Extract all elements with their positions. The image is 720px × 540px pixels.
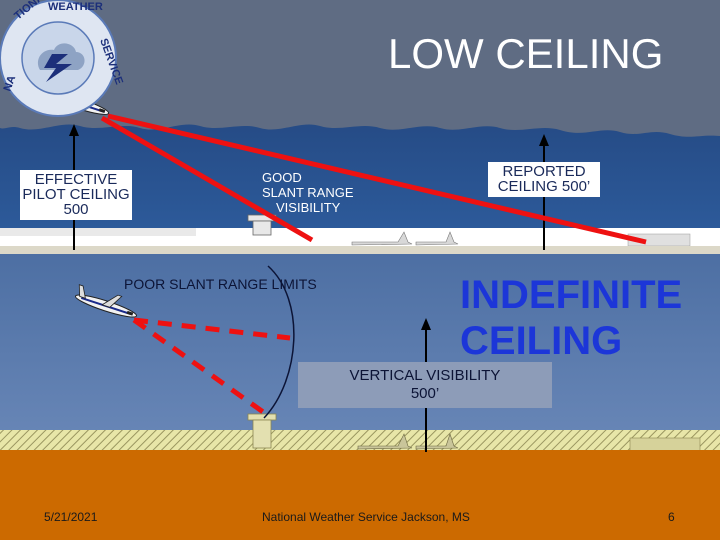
upper-ground-band bbox=[0, 246, 720, 254]
footer-band bbox=[0, 496, 720, 540]
indefinite-line1: INDEFINITE bbox=[460, 273, 683, 317]
svg-text:WEATHER: WEATHER bbox=[48, 1, 103, 13]
indefinite-line2: CEILING bbox=[460, 319, 623, 363]
parked-plane-icon bbox=[357, 433, 459, 450]
footer-date: 5/21/2021 bbox=[44, 510, 98, 524]
lower-terminal-building bbox=[629, 437, 701, 453]
effective-ceiling-label: EFFECTIVE PILOT CEILING 500 bbox=[20, 170, 132, 220]
vertical-visibility-line1: VERTICAL VISIBILITY bbox=[349, 367, 501, 384]
good-slant-line3: VISIBILITY bbox=[276, 200, 341, 215]
slant-range-limit-arc bbox=[263, 265, 295, 419]
page-title: LOW CEILING bbox=[388, 30, 664, 77]
upper-runway bbox=[0, 228, 196, 236]
footer-page-number: 6 bbox=[668, 510, 675, 524]
svg-text:NA: NA bbox=[2, 74, 19, 93]
reported-ceiling-sight-line bbox=[107, 113, 647, 245]
good-slant-range-line bbox=[100, 115, 314, 243]
nws-logo: NA TIONAL WEATHER SERVICE bbox=[0, 0, 125, 117]
vertical-visibility-line2: 500’ bbox=[410, 385, 440, 402]
control-tower-icon bbox=[247, 413, 277, 449]
upper-cloud-layer bbox=[0, 0, 720, 137]
airplane-lower-icon bbox=[75, 284, 137, 318]
lower-sky bbox=[0, 254, 720, 454]
vertical-visibility-label: VERTICAL VISIBILITY 500’ bbox=[298, 362, 552, 408]
good-slant-line2: SLANT RANGE bbox=[262, 185, 354, 200]
poor-slant-range-line bbox=[132, 317, 268, 417]
reported-ceiling-label: REPORTED CEILING 500’ bbox=[488, 162, 600, 197]
poor-slant-range-label: POOR SLANT RANGE LIMITS bbox=[124, 276, 317, 292]
good-slant-line1: GOOD bbox=[262, 170, 302, 185]
poor-slant-range-line-2 bbox=[133, 317, 291, 341]
footer-organization: National Weather Service Jackson, MS bbox=[262, 510, 470, 524]
indefinite-ceiling-label: INDEFINITE CEILING bbox=[460, 272, 682, 364]
control-tower-icon bbox=[247, 214, 277, 236]
good-slant-range-label: GOOD SLANT RANGE VISIBILITY bbox=[262, 170, 354, 215]
parked-plane-icon bbox=[351, 231, 459, 246]
lower-hatched-runway bbox=[0, 430, 720, 450]
